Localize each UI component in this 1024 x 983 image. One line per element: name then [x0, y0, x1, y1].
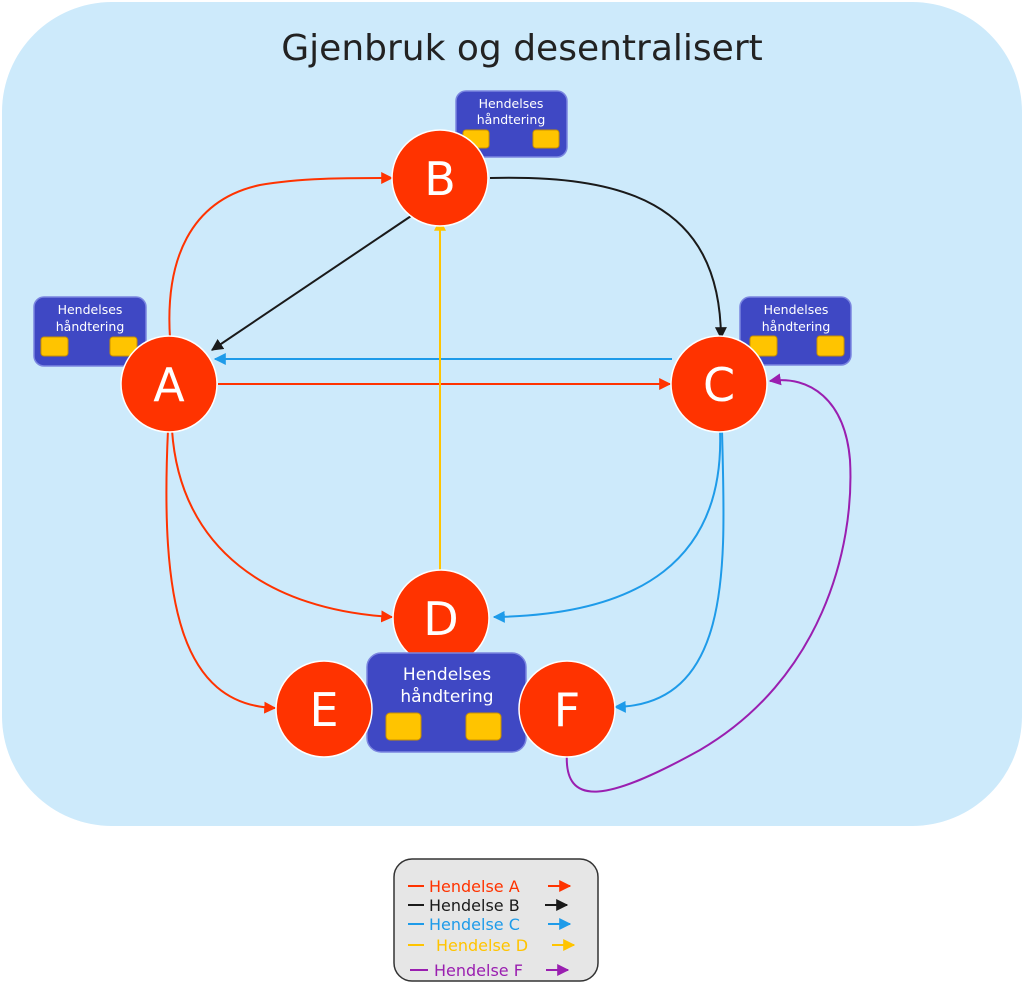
edges: [165, 172, 852, 793]
handler-b-slot-right: [532, 129, 560, 149]
edge-c-to-d: [492, 429, 722, 623]
handler-ef-slot-right: [465, 712, 502, 741]
legend-item-d: Hendelse D: [408, 936, 576, 955]
legend-item-c: Hendelse C: [408, 915, 572, 934]
node-d-label: D: [423, 592, 458, 646]
diagram-panel: [2, 2, 1022, 826]
legend-item-b: Hendelse B: [408, 896, 569, 915]
handler-a-subtitle: håndtering: [56, 319, 125, 334]
node-c-label: C: [703, 358, 735, 412]
handler-ef-subtitle: håndtering: [400, 686, 493, 707]
legend-box: [393, 858, 599, 982]
node-a-label: A: [153, 358, 185, 412]
legend: Hendelse A Hendelse B Hendelse C Hendels…: [393, 858, 599, 982]
handler-c-subtitle: håndtering: [762, 319, 831, 334]
handler-ef-title: Hendelses: [403, 665, 491, 685]
legend-label-a: Hendelse A: [429, 877, 520, 896]
edge-b-to-a: [211, 211, 418, 351]
edge-a-to-e: [165, 429, 277, 714]
node-f: F: [518, 660, 616, 758]
node-b: B: [391, 129, 489, 227]
edge-a-to-d: [171, 429, 394, 623]
edge-c-to-f: [613, 429, 725, 713]
handler-c-slot-left: [749, 335, 778, 357]
node-f-label: F: [554, 683, 580, 737]
edge-a-to-b: [168, 172, 394, 339]
handler-a-title: Hendelses: [58, 302, 123, 317]
node-a: A: [120, 335, 218, 433]
handler-b-subtitle: håndtering: [477, 112, 546, 127]
handler-b: Hendelses håndtering: [455, 90, 568, 158]
handler-b-title: Hendelses: [479, 96, 544, 111]
legend-label-d: Hendelse D: [436, 936, 528, 955]
node-b-label: B: [424, 152, 456, 206]
handler-a: Hendelses håndtering: [33, 296, 147, 367]
handler-c: Hendelses håndtering: [739, 296, 852, 366]
legend-label-c: Hendelse C: [429, 915, 520, 934]
diagram-title: Gjenbruk og desentralisert: [281, 28, 762, 69]
legend-label-f: Hendelse F: [434, 961, 523, 980]
node-e: E: [275, 660, 373, 758]
node-e-label: E: [309, 683, 338, 737]
handler-c-title: Hendelses: [764, 302, 829, 317]
handler-a-slot-right: [109, 336, 138, 357]
legend-label-b: Hendelse B: [429, 896, 520, 915]
handler-ef-slot-left: [385, 712, 422, 741]
edge-f-to-c: [565, 373, 852, 793]
legend-item-f: Hendelse F: [410, 961, 570, 980]
node-d: D: [392, 569, 490, 667]
legend-item-a: Hendelse A: [408, 877, 572, 896]
node-c: C: [670, 335, 768, 433]
edge-b-to-c: [489, 176, 727, 340]
handler-c-slot-right: [816, 335, 845, 357]
handler-a-slot-left: [40, 336, 69, 357]
handler-ef: Hendelses håndtering: [366, 652, 527, 753]
